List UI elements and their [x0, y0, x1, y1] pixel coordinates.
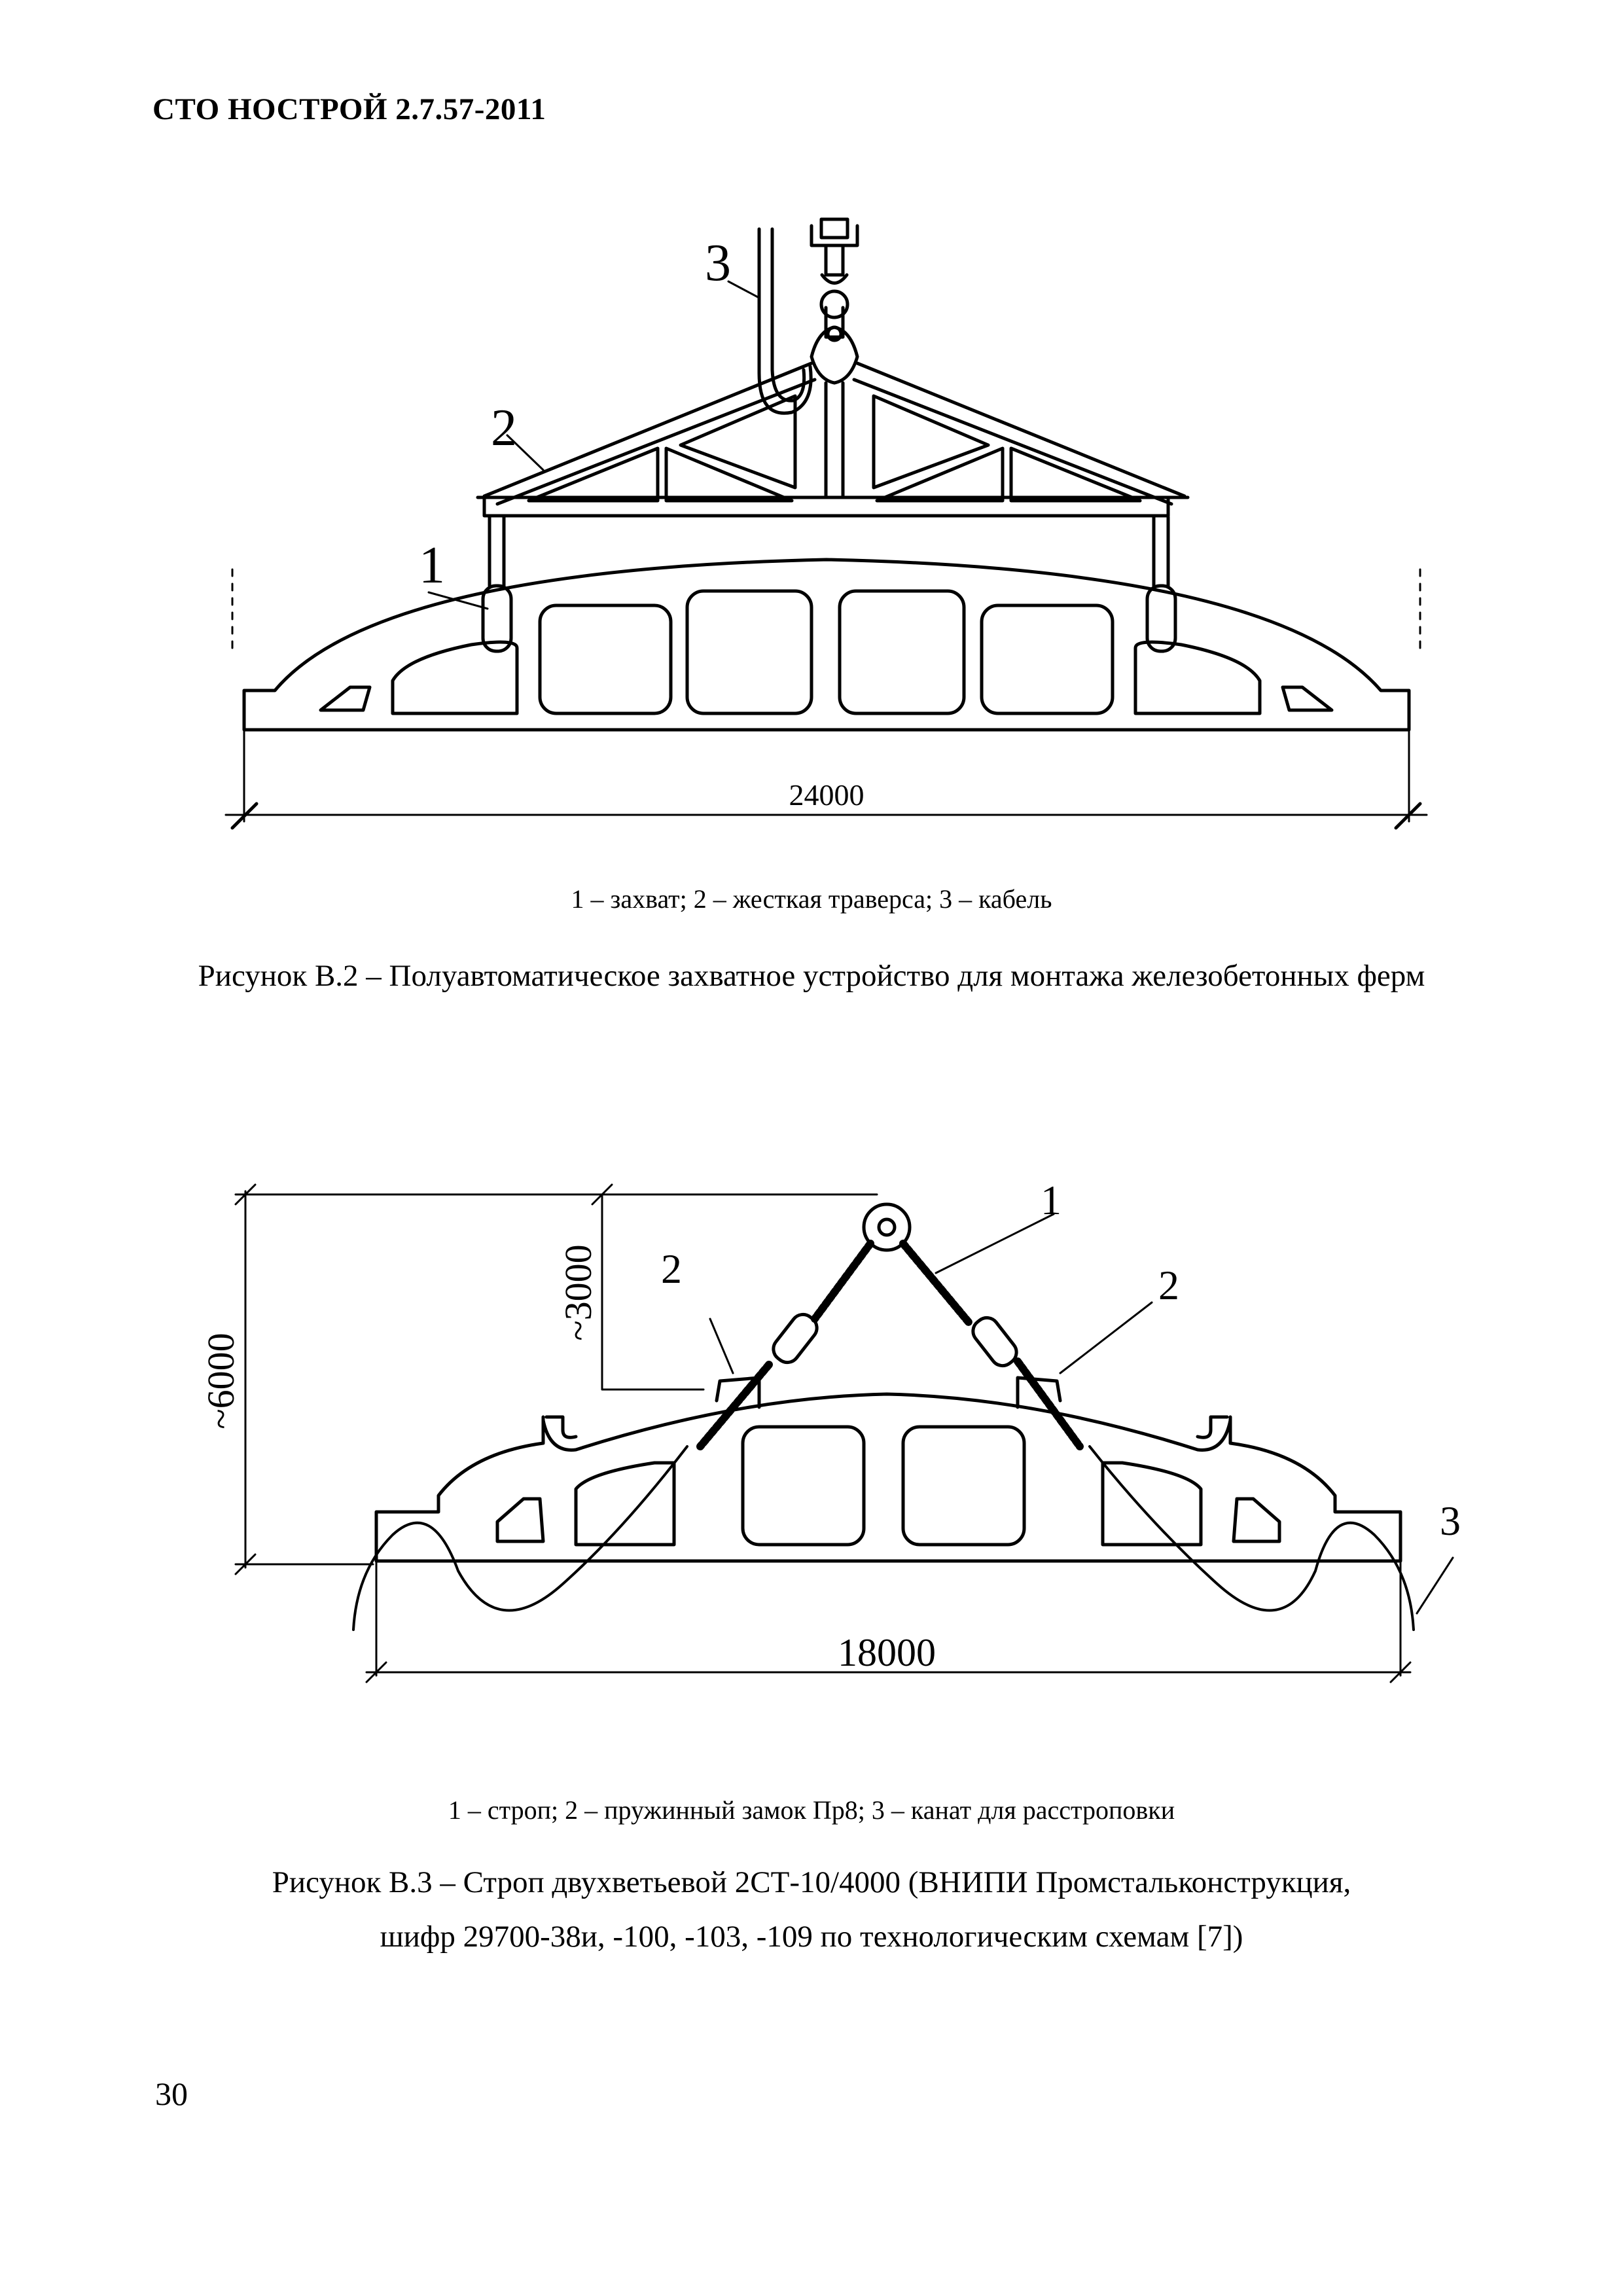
callout-1-b2: 1: [419, 537, 445, 594]
callout-2-right-b3: 2: [1158, 1262, 1179, 1308]
release-rope-3: [352, 1445, 1415, 1631]
callout-3-b2: 3: [705, 234, 731, 292]
dimension-height-total: ~6000: [200, 1333, 242, 1429]
figure-b2-svg: 24000 1 2 3: [224, 217, 1428, 830]
figure-b3-drawing: ~6000 ~3000 18000 1 2 2 3: [0, 1165, 1623, 1721]
dimension-24000-label: 24000: [789, 778, 865, 812]
page-number: 30: [155, 2075, 188, 2112]
dimension-span-18000: 18000: [838, 1631, 936, 1674]
callout-1-b3: 1: [1041, 1177, 1061, 1223]
sling-ring: [862, 1202, 912, 1252]
figure-b2-caption: Рисунок В.2 – Полуавтоматическое захватн…: [198, 959, 1425, 993]
figure-b3-caption-line2: шифр 29700-38и, -100, -103, -109 по техн…: [380, 1920, 1243, 1954]
dimension-24000: [224, 568, 1428, 830]
grips-1: [481, 515, 1177, 653]
figure-b3-svg: ~6000 ~3000 18000 1 2 2 3: [200, 1177, 1461, 1683]
figure-b2-legend: 1 – захват; 2 – жесткая траверса; 3 – ка…: [571, 884, 1052, 914]
rigid-traverse-2: [476, 361, 1190, 518]
sling-shackles: [772, 1312, 1018, 1368]
figure-b2-drawing: 24000 1 2 3: [0, 196, 1623, 851]
callout-2-left-b3: 2: [661, 1246, 682, 1292]
truss-b3: [374, 1376, 1402, 1563]
figure-b3-legend: 1 – строп; 2 – пружинный замок Пр8; 3 – …: [448, 1795, 1175, 1825]
dimension-height-half: ~3000: [557, 1244, 599, 1340]
callout-2-b2: 2: [491, 399, 517, 457]
truss-b2: [242, 558, 1411, 732]
document-code-header: СТО НОСТРОЙ 2.7.57-2011: [152, 92, 546, 126]
callout-3-b3: 3: [1440, 1498, 1461, 1544]
figure-b3-caption-line1: Рисунок В.3 – Строп двухветьевой 2СТ-10/…: [272, 1865, 1351, 1899]
dimensions-b3: [234, 1183, 1412, 1683]
crane-hook-block: [810, 217, 859, 499]
sling-legs-1: [696, 1240, 1084, 1450]
